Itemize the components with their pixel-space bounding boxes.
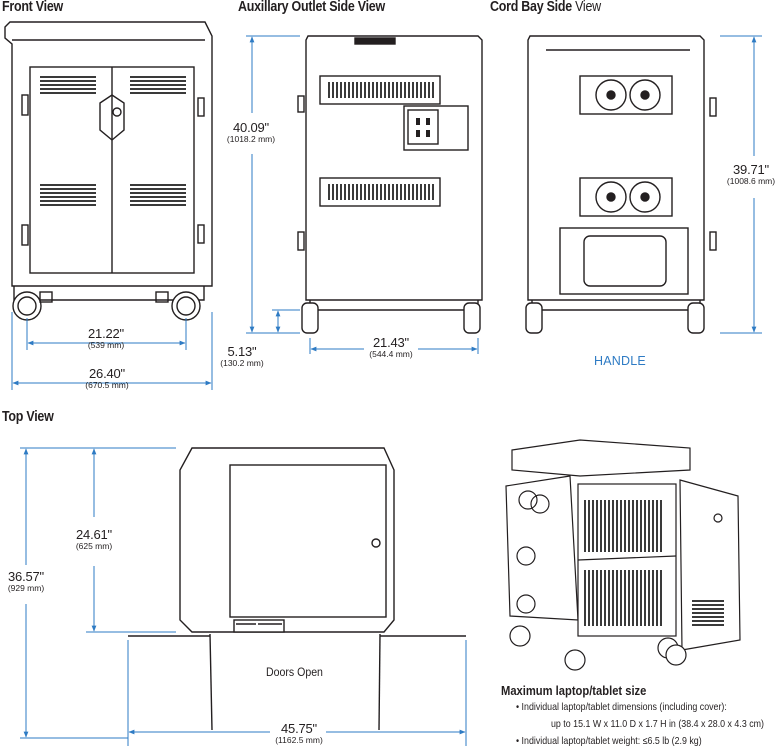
aux-dimension-lines bbox=[246, 35, 479, 354]
spec-dimensions-values: up to 15.1 W x 11.0 D x 1.7 H in (38.4 x… bbox=[551, 719, 764, 730]
dim-metric: (929 mm) bbox=[7, 582, 45, 593]
dim-aux-caster-height: 5.13" (130.2 mm) bbox=[211, 345, 273, 368]
dim-imperial: 5.13" bbox=[227, 344, 257, 359]
spec-weight: • Individual laptop/tablet weight: ≤6.5 … bbox=[516, 736, 702, 747]
cord-side-view-drawing bbox=[525, 35, 717, 334]
dim-imperial: 39.71" bbox=[733, 162, 769, 177]
dim-aux-height: 40.09" (1018.2 mm) bbox=[218, 121, 284, 144]
max-size-title: Maximum laptop/tablet size bbox=[501, 683, 647, 698]
dim-imperial: 40.09" bbox=[233, 120, 269, 135]
top-dimension-lines bbox=[20, 447, 467, 746]
aux-side-view-drawing bbox=[297, 35, 483, 334]
aux-view-title: Auxillary Outlet Side View bbox=[238, 0, 385, 15]
top-view-title: Top View bbox=[2, 409, 54, 425]
dim-imperial: 26.40" bbox=[89, 366, 125, 381]
dim-metric: (670.5 mm) bbox=[85, 379, 129, 390]
front-view-drawing bbox=[4, 21, 213, 321]
dim-top-depth: 24.61" (625 mm) bbox=[66, 528, 122, 551]
dim-metric: (625 mm) bbox=[75, 540, 113, 551]
cord-view-title: Cord Bay Side View bbox=[490, 0, 601, 15]
dim-front-outer-width: 26.40" (670.5 mm) bbox=[72, 367, 142, 390]
dim-front-inner-width: 21.22" (539 mm) bbox=[76, 327, 136, 350]
dim-metric: (1018.2 mm) bbox=[226, 133, 276, 144]
open-cart-illustration bbox=[505, 439, 741, 671]
dim-top-depth-open: 36.57" (929 mm) bbox=[0, 570, 52, 593]
front-view-title: Front View bbox=[2, 0, 63, 15]
dim-metric: (544.4 mm) bbox=[369, 348, 413, 359]
dim-top-width-open: 45.75" (1162.5 mm) bbox=[266, 722, 332, 745]
dim-imperial: 21.43" bbox=[373, 335, 409, 350]
dim-imperial: 45.75" bbox=[281, 721, 317, 736]
top-view-drawing bbox=[128, 447, 466, 731]
dim-cord-height: 39.71" (1008.6 mm) bbox=[722, 163, 775, 186]
dim-imperial: 24.61" bbox=[76, 527, 112, 542]
dim-metric: (130.2 mm) bbox=[220, 357, 264, 368]
cord-view-title-bold: Cord Bay Side bbox=[490, 0, 572, 15]
dim-metric: (539 mm) bbox=[87, 339, 125, 350]
spec-dimensions: • Individual laptop/tablet dimensions (i… bbox=[516, 702, 727, 713]
front-dimension-lines bbox=[11, 312, 213, 390]
doors-open-label: Doors Open bbox=[266, 665, 323, 679]
handle-label: HANDLE bbox=[594, 354, 646, 368]
dim-imperial: 36.57" bbox=[8, 569, 44, 584]
cord-dimension-lines bbox=[720, 35, 762, 334]
dim-imperial: 21.22" bbox=[88, 326, 124, 341]
dim-aux-width: 21.43" (544.4 mm) bbox=[360, 336, 422, 359]
dim-metric: (1162.5 mm) bbox=[275, 734, 323, 745]
cord-view-title-light: View bbox=[575, 0, 601, 15]
dim-metric: (1008.6 mm) bbox=[726, 175, 775, 186]
